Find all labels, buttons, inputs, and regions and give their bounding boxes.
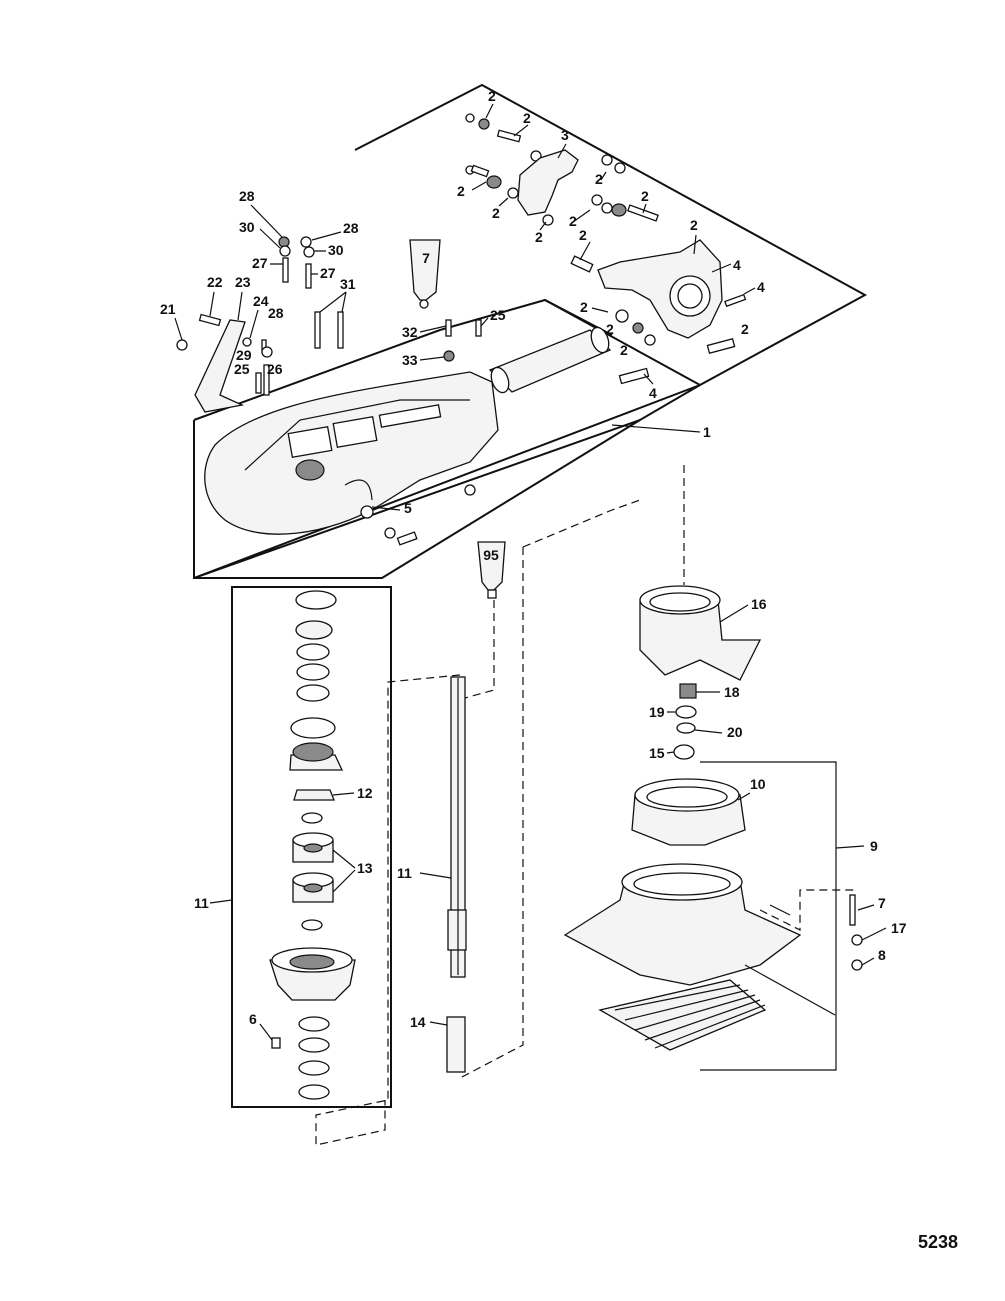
callout-27: 27 — [320, 265, 336, 281]
callout-6: 6 — [249, 1011, 257, 1027]
callout-5: 5 — [404, 500, 412, 516]
callout-21: 21 — [160, 301, 176, 317]
callout-33: 33 — [402, 352, 418, 368]
callout-11: 11 — [194, 895, 209, 911]
grease-tube-label: 95 — [483, 547, 499, 563]
sealant-tube-label: 7 — [422, 250, 430, 266]
callout-20: 20 — [727, 724, 743, 740]
callout-2: 2 — [606, 321, 614, 337]
callout-18: 18 — [724, 684, 740, 700]
callout-4: 4 — [733, 257, 741, 273]
callout-30: 30 — [328, 242, 344, 258]
pump-housing — [204, 371, 499, 535]
callout-2: 2 — [741, 321, 749, 337]
impeller — [639, 585, 762, 681]
callout-2: 2 — [569, 213, 577, 229]
callout-8: 8 — [878, 947, 886, 963]
callout-31: 31 — [340, 276, 356, 292]
callout-2: 2 — [620, 342, 628, 358]
housing-group-frame — [193, 299, 701, 579]
callout-25: 25 — [490, 307, 506, 323]
callout-12: 12 — [357, 785, 373, 801]
callout-2: 2 — [488, 88, 496, 104]
callout-26: 26 — [267, 361, 283, 377]
callout-2: 2 — [690, 217, 698, 233]
callout-15: 15 — [649, 745, 665, 761]
callout-9: 9 — [870, 838, 878, 854]
callout-23: 23 — [235, 274, 251, 290]
bracket-plate — [517, 149, 579, 216]
callout-13: 13 — [357, 860, 373, 876]
washer — [384, 527, 396, 539]
bearing-stack-frame — [231, 586, 392, 1108]
callout-28: 28 — [268, 305, 284, 321]
callout-11: 11 — [397, 865, 412, 881]
hardware-cluster-left — [176, 236, 482, 413]
callout-10: 10 — [750, 776, 766, 792]
wear-ring — [631, 778, 746, 846]
intake-grate — [598, 979, 767, 1051]
callout-25: 25 — [234, 361, 250, 377]
callout-4: 4 — [649, 385, 657, 401]
linkage-group-frame — [354, 83, 868, 387]
callout-30: 30 — [239, 219, 255, 235]
figure-number: 5238 — [918, 1232, 959, 1252]
callout-2: 2 — [492, 205, 500, 221]
callout-28: 28 — [239, 188, 255, 204]
callout-labels: 1 2 2 2 2 2 2 2 2 2 2 2 2 2 2 3 4 4 4 5 … — [160, 88, 907, 1041]
alignment-line — [315, 674, 461, 1146]
callout-28: 28 — [343, 220, 359, 236]
hardware-cluster-top — [465, 113, 699, 273]
callout-7: 7 — [878, 895, 886, 911]
alignment-line — [464, 600, 495, 699]
callout-4: 4 — [757, 279, 765, 295]
pump-body — [563, 863, 836, 1016]
callout-2: 2 — [535, 229, 543, 245]
callout-1: 1 — [703, 424, 711, 440]
callout-2: 2 — [523, 110, 531, 126]
callout-2: 2 — [580, 299, 588, 315]
steering-arm — [597, 239, 747, 385]
callout-14: 14 — [410, 1014, 426, 1030]
callout-29: 29 — [236, 347, 252, 363]
callout-16: 16 — [751, 596, 767, 612]
sealant-tube: 7 — [409, 239, 441, 309]
callout-24: 24 — [253, 293, 269, 309]
callout-27: 27 — [252, 255, 268, 271]
callout-3: 3 — [561, 127, 569, 143]
callout-2: 2 — [579, 227, 587, 243]
pump-hardware — [759, 889, 863, 971]
callout-2: 2 — [641, 188, 649, 204]
pump-assembly-frame — [700, 761, 837, 1071]
alignment-line — [459, 547, 524, 1079]
driveshaft — [446, 676, 467, 1073]
screw — [396, 531, 418, 546]
callout-17: 17 — [891, 920, 907, 936]
callout-19: 19 — [649, 704, 665, 720]
callout-22: 22 — [207, 274, 223, 290]
screw — [464, 484, 476, 496]
callout-2: 2 — [457, 183, 465, 199]
alignment-line — [522, 499, 641, 548]
impeller-hardware — [673, 683, 697, 760]
callout-2: 2 — [595, 171, 603, 187]
bearing-stack — [269, 590, 356, 1100]
grease-tube: 95 — [477, 541, 506, 599]
callout-32: 32 — [402, 324, 418, 340]
tube-end — [590, 326, 610, 354]
